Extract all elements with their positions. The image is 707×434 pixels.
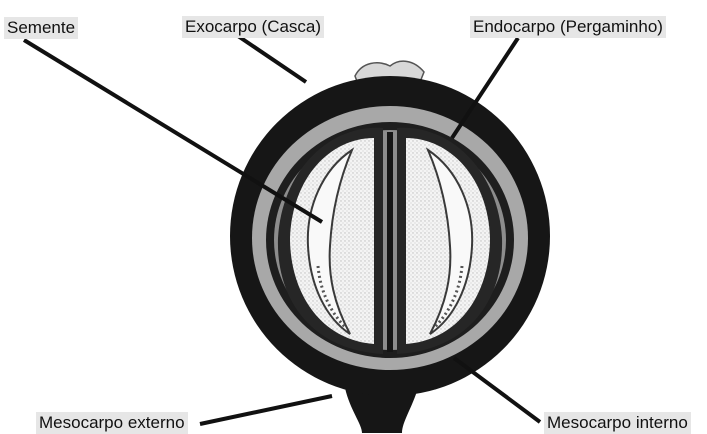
label-endocarpo: Endocarpo (Pergaminho) <box>470 16 666 38</box>
label-mesocarpo-externo: Mesocarpo externo <box>36 412 188 434</box>
label-mesocarpo-interno: Mesocarpo interno <box>544 412 691 434</box>
leader-mesocarpo-externo <box>200 396 332 424</box>
leader-mesocarpo-interno <box>454 358 540 422</box>
leader-exocarpo <box>238 36 306 82</box>
label-semente: Semente <box>4 17 78 39</box>
label-exocarpo: Exocarpo (Casca) <box>182 16 324 38</box>
